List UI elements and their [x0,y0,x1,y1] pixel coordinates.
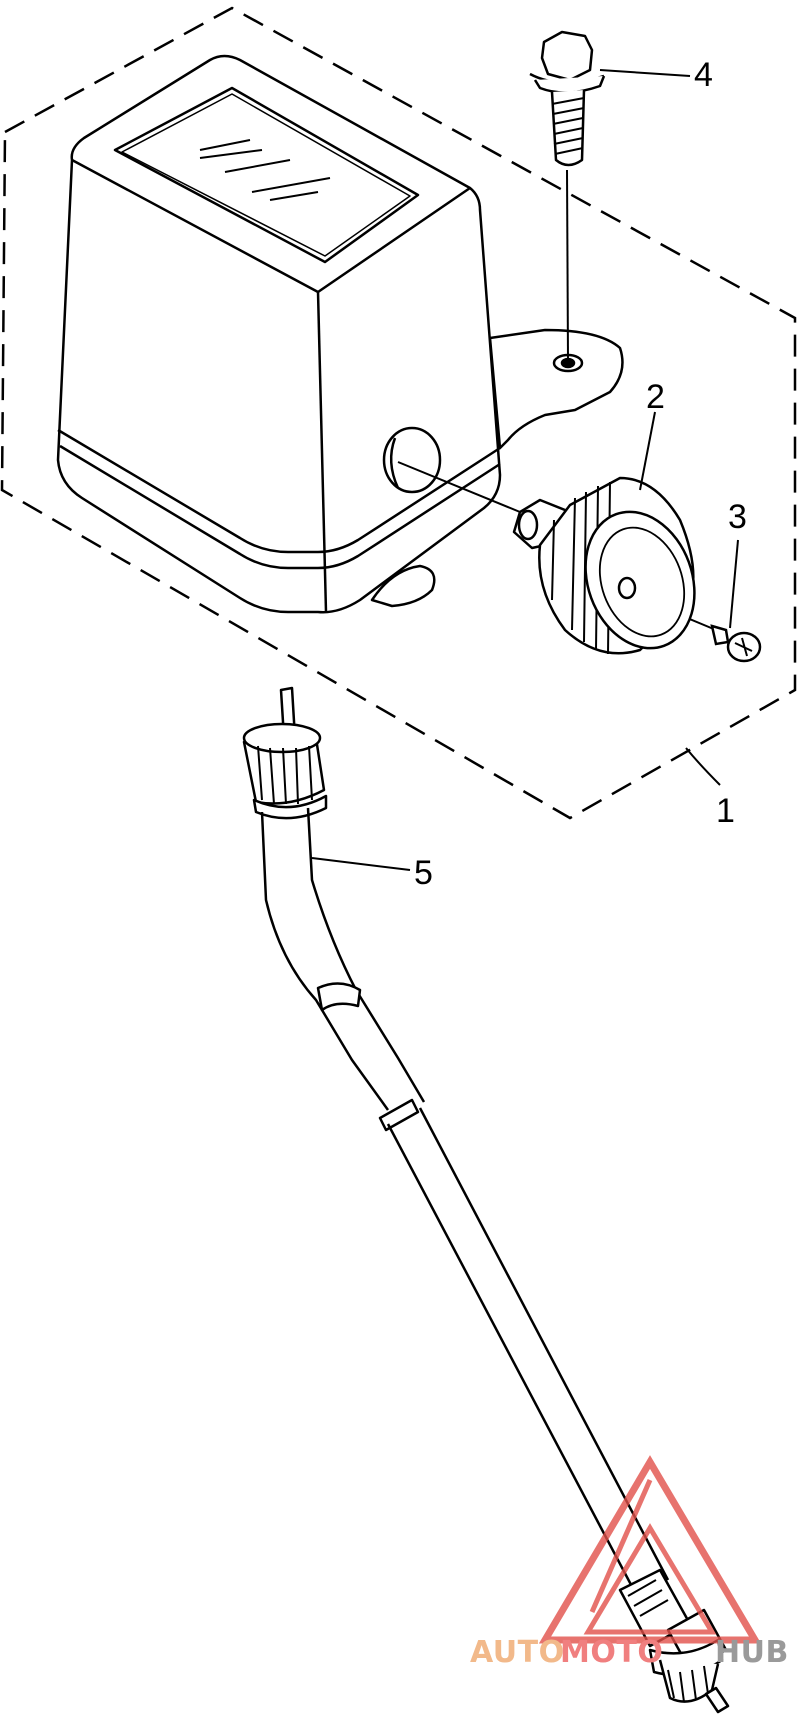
callout-4: 4 [694,56,713,94]
leader-line-4 [599,69,691,77]
leader-lines [311,69,739,871]
callout-1: 1 [716,792,735,830]
leader-line-5 [311,857,411,871]
speedometer-gear [512,476,696,655]
watermark-text-moto: MOTO [560,1635,663,1670]
leader-line-2 [639,411,656,491]
callout-3: 3 [728,498,747,536]
watermark-text-auto: AUTO [470,1635,565,1670]
leader-line-1 [685,747,721,786]
callout-2: 2 [646,378,665,416]
watermark-logo [538,1455,762,1644]
speedometer-housing [56,54,624,614]
speedometer-cable [242,686,730,1714]
watermark-text-hub: HUB [715,1635,789,1670]
flange-bolt [529,30,606,361]
assembly-group-outline [0,6,797,820]
screw [710,624,762,663]
callout-5: 5 [414,854,433,892]
leader-line-3 [729,539,739,629]
watermark-text: AUTO MOTO HUB [470,1635,789,1670]
